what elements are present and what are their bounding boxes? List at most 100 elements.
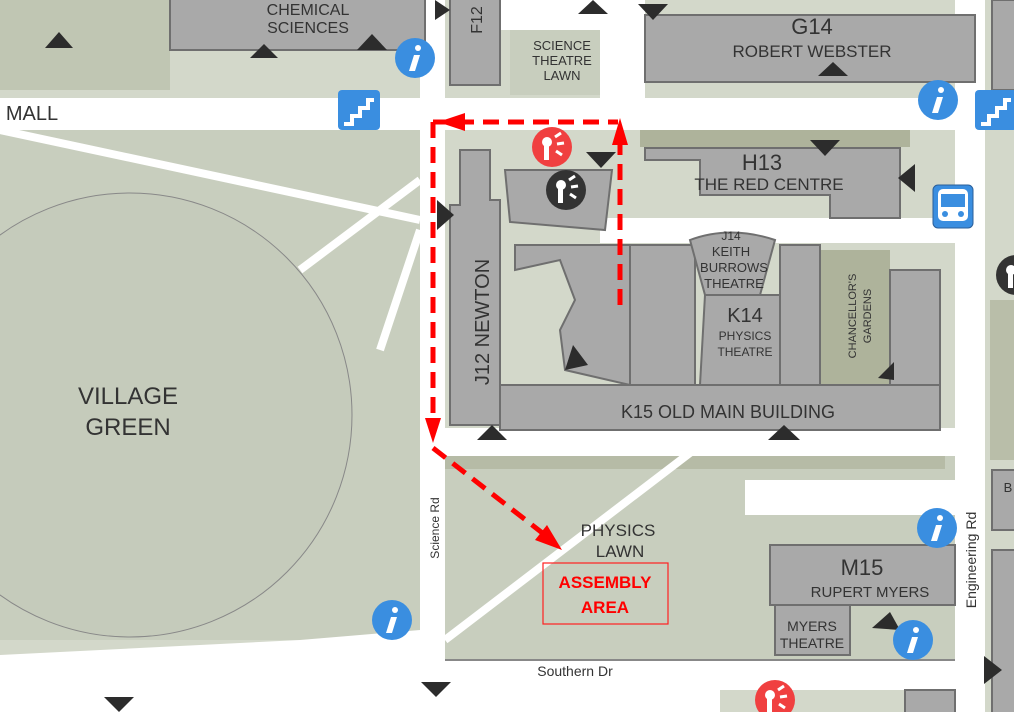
entrance-triangle-icon	[104, 697, 134, 712]
science-theatre-lawn-3: LAWN	[543, 68, 580, 83]
emergency-assembly-icon[interactable]	[532, 127, 572, 167]
chemical-sciences-label-1: CHEMICAL	[267, 2, 350, 19]
h13-name: THE RED CENTRE	[694, 175, 843, 194]
myers-theatre-2: THEATRE	[780, 635, 844, 651]
info-icon[interactable]	[395, 38, 435, 78]
entrance-triangle-icon	[768, 425, 800, 440]
village-green-oval	[0, 192, 353, 638]
mall-road	[0, 98, 1014, 130]
mall-label: MALL	[6, 103, 58, 125]
grass-strip	[640, 125, 910, 147]
grass-area	[0, 0, 170, 90]
info-icon[interactable]	[893, 620, 933, 660]
building-k15-wing[interactable]	[629, 244, 696, 386]
physics-lawn-label-2: LAWN	[596, 542, 645, 561]
science-theatre-lawn-1: SCIENCE	[533, 38, 591, 53]
chancellors-gardens-1: CHANCELLOR'S	[847, 274, 859, 359]
evacuation-route-arrow	[612, 118, 628, 145]
entrance-triangle-icon	[357, 34, 387, 50]
entrance-triangle-icon	[45, 32, 73, 48]
entrance-triangle-icon	[878, 362, 894, 380]
science-theatre-lawn-2: THEATRE	[532, 53, 592, 68]
g14-code: G14	[791, 14, 833, 39]
info-icons	[372, 38, 958, 660]
engineering-rd-label: Engineering Rd	[963, 512, 979, 609]
southern-dr-label: Southern Dr	[537, 663, 613, 679]
j14-label-1: J14	[721, 229, 741, 243]
science-rd-label: Science Rd	[428, 497, 442, 558]
entrance-triangle-icon	[477, 425, 507, 440]
entrance-triangle-icon	[638, 4, 668, 20]
f12-label: F12	[469, 6, 486, 34]
entrance-triangle-icon	[421, 682, 451, 697]
southern-dr	[0, 630, 955, 712]
assembly-area-label-1: ASSEMBLY	[559, 573, 653, 592]
building-k15-wing[interactable]	[779, 244, 821, 386]
building-myers-theatre[interactable]	[774, 604, 851, 656]
entrance-triangle-icon	[565, 345, 588, 370]
chancellors-gardens-area	[820, 250, 890, 385]
j14-label-4: THEATRE	[704, 276, 764, 291]
building-k15-wing[interactable]	[889, 269, 941, 386]
building-b[interactable]	[991, 469, 1014, 531]
stairs-icon[interactable]	[975, 90, 1014, 130]
building-f12[interactable]	[449, 0, 501, 86]
chancellors-gardens-2: GARDENS	[862, 289, 874, 343]
emergency-assembly-icon[interactable]	[546, 170, 586, 210]
entrance-triangle-icon	[578, 0, 608, 14]
building-h13[interactable]	[644, 147, 901, 219]
m15-code: M15	[841, 555, 884, 580]
path	[745, 480, 955, 515]
building-m15[interactable]	[769, 544, 956, 606]
g14-name: ROBERT WEBSTER	[732, 42, 891, 61]
building-k15-old-main[interactable]	[499, 384, 941, 431]
path	[600, 0, 645, 125]
k15-label: K15 OLD MAIN BUILDING	[621, 402, 835, 422]
grass-strip	[445, 455, 945, 469]
entrance-triangle-icon	[586, 152, 616, 168]
grass-strip	[990, 300, 1014, 460]
building-chemical-sciences[interactable]	[169, 0, 426, 51]
info-icon[interactable]	[918, 80, 958, 120]
assembly-area-label-2: AREA	[581, 598, 629, 617]
entrance-triangle-icon	[818, 62, 848, 76]
village-green-label-1: VILLAGE	[78, 383, 178, 410]
path	[600, 218, 955, 243]
building-g14[interactable]	[644, 14, 976, 83]
evacuation-route-arrow	[425, 418, 441, 443]
info-icon[interactable]	[372, 600, 412, 640]
m15-name: RUPERT MYERS	[811, 584, 930, 601]
j14-label-3: BURROWS	[700, 260, 768, 275]
b-label: B	[1004, 480, 1013, 495]
myers-theatre-1: MYERS	[787, 618, 837, 634]
entrances	[45, 0, 1002, 712]
entrance-triangle-icon	[984, 656, 1002, 684]
evacuation-route-arrow	[535, 525, 562, 550]
entrance-triangle-icon	[437, 200, 454, 230]
entrance-triangle-icon	[872, 612, 900, 630]
entrance-triangle-icon	[810, 140, 840, 156]
entrance-triangle-icon	[250, 44, 278, 58]
physics-lawn-label-1: PHYSICS	[581, 521, 656, 540]
building-east[interactable]	[991, 549, 1014, 712]
bus-icon[interactable]	[932, 184, 974, 229]
building-south[interactable]	[904, 689, 956, 712]
route-arrows	[425, 113, 628, 550]
building-east[interactable]	[991, 0, 1014, 91]
info-icon[interactable]	[917, 508, 957, 548]
entrance-triangle-icon	[898, 164, 915, 192]
k14-name-1: PHYSICS	[719, 329, 772, 343]
stairs-icon[interactable]	[338, 90, 380, 130]
chemical-sciences-label-2: SCIENCES	[267, 20, 349, 37]
emergency-assembly-icon[interactable]	[996, 255, 1014, 295]
evacuation-route-arrow	[438, 113, 465, 131]
building-j14-keith-burrows[interactable]	[688, 231, 777, 296]
j12-label: J12 NEWTON	[472, 259, 494, 385]
h13-code: H13	[742, 150, 782, 175]
k14-code: K14	[727, 305, 763, 327]
assembly-area-box[interactable]	[542, 562, 669, 625]
footpath	[0, 126, 723, 644]
emergency-assembly-icon[interactable]	[755, 680, 795, 712]
village-green-label-2: GREEN	[85, 414, 170, 441]
